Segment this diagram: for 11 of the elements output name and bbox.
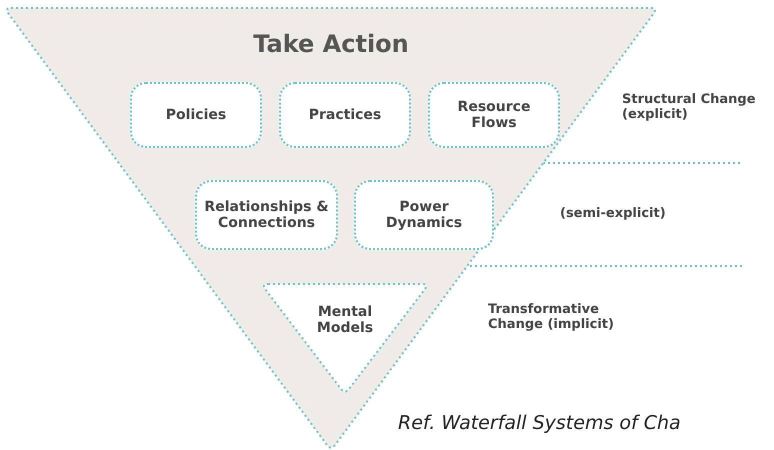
triangle-heading: Take Action — [252, 30, 410, 58]
level-label: Transformative Change (implicit) — [488, 302, 615, 332]
text-box: Resource Flows — [428, 82, 560, 148]
text-box: Power Dynamics — [354, 180, 494, 250]
level-label: (semi-explicit) — [560, 206, 666, 221]
triangle-label: Mental Models — [316, 304, 374, 336]
reference-note: Ref. Waterfall Systems of Cha — [398, 412, 681, 434]
text-box: Policies — [130, 82, 262, 148]
text-box: Relationships & Connections — [195, 180, 338, 250]
text-box: Practices — [279, 82, 411, 148]
level-label: Structural Change (explicit) — [622, 92, 757, 122]
